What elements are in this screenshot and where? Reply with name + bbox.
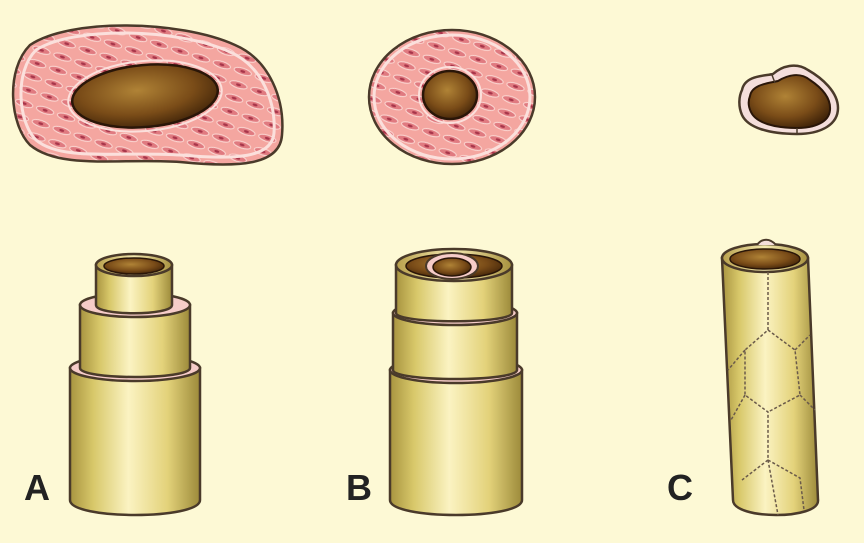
round-vessel-cross-section — [369, 30, 535, 164]
label-a: A — [24, 470, 50, 506]
artery-cross-section — [13, 25, 282, 164]
label-b: B — [346, 470, 372, 506]
capillary-tube — [722, 240, 818, 515]
artery-layers — [70, 254, 200, 515]
capillary-cross-section — [739, 66, 838, 134]
vein-layers — [390, 249, 522, 515]
label-c: C — [667, 470, 693, 506]
